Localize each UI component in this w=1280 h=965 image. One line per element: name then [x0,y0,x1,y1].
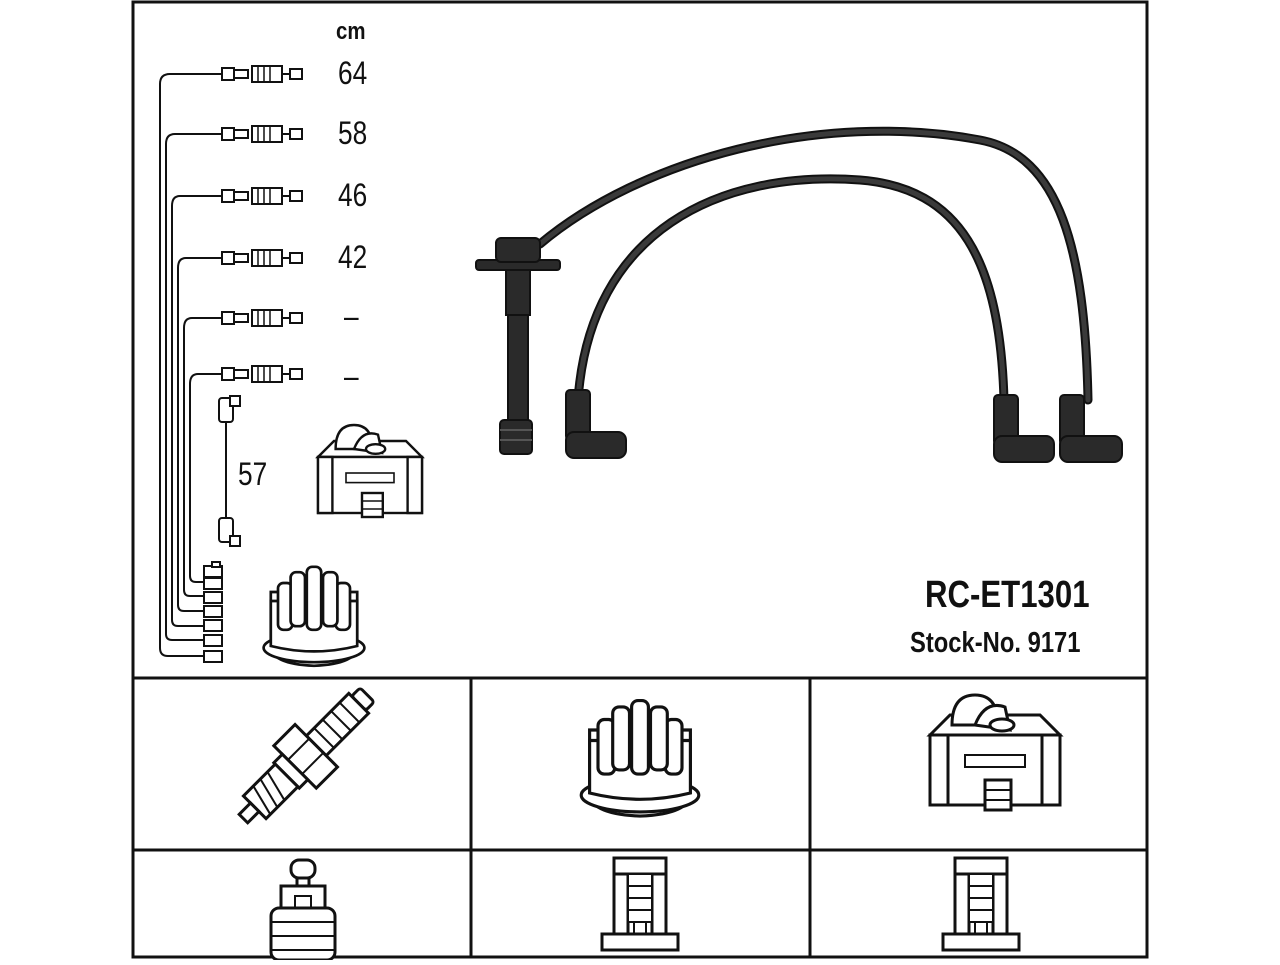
connector-coil-terminal-icon [941,856,1021,952]
bundle-terminals [203,561,223,663]
lead-bundle [159,73,222,657]
lead-length-3: 46 [338,177,368,213]
spark-plug-boots-angled [565,389,1123,463]
coil-lead [218,395,241,547]
lead-length-6: – [344,358,359,394]
connector-cap-terminal-icon [600,856,680,952]
part-code: RC-ET1301 [925,574,1090,616]
spark-plug-boot-straight [475,237,561,455]
lead-length-1: 64 [338,55,368,91]
spark-plug-icon [237,687,375,825]
coil-lead-length: 57 [238,456,268,492]
stock-number: Stock-No. 9171 [910,627,1081,659]
ignition-cable-set [535,126,1093,405]
lead-length-2: 58 [338,115,368,151]
lead-length-5: – [344,298,359,334]
lead-length-4: 42 [338,239,368,275]
unit-label: cm [336,18,366,45]
